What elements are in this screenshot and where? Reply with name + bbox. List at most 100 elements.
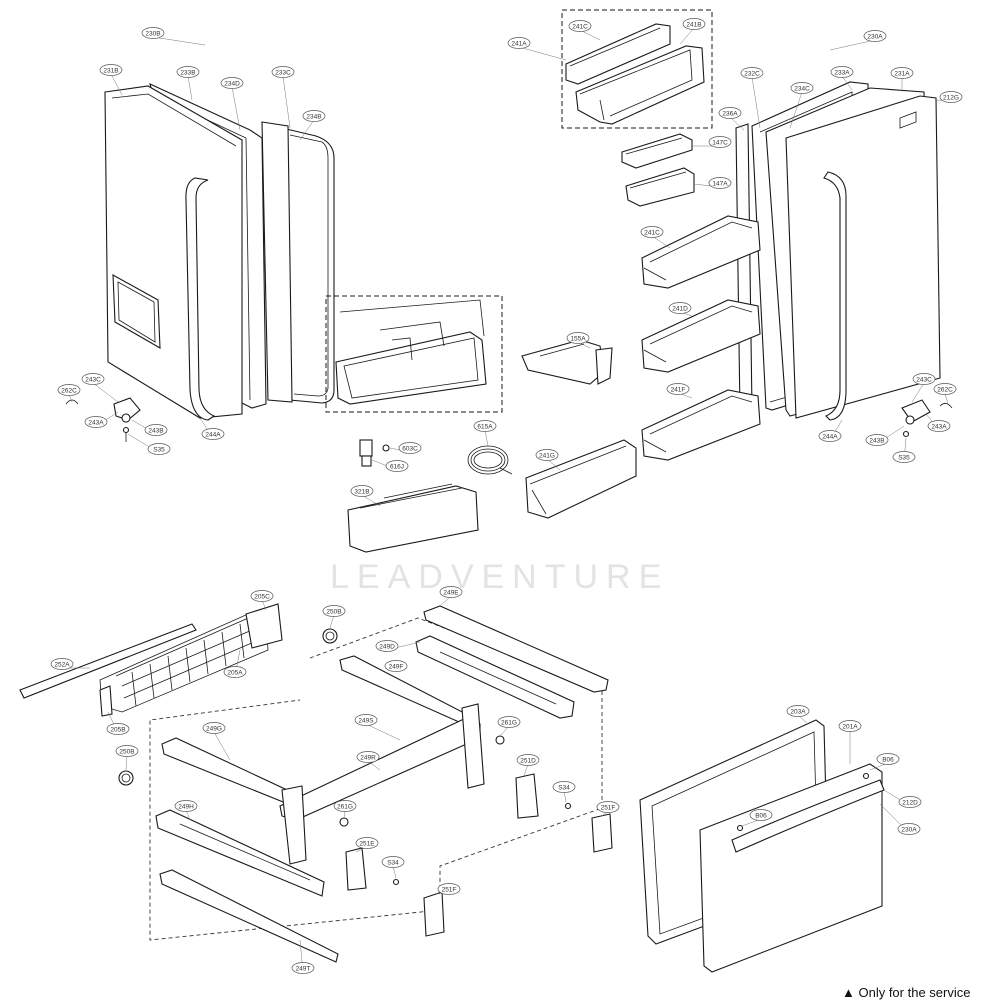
label-bubble: [830, 66, 854, 78]
part-label: 236A: [718, 107, 742, 119]
part-label: 241D: [668, 302, 692, 314]
part-number: 616J: [390, 463, 404, 470]
part-label: 251D: [516, 754, 540, 766]
part-label: 251F: [437, 883, 461, 895]
leader-line: [546, 458, 561, 471]
label-bubble: [497, 716, 521, 728]
drawer-rail-frame: [149, 605, 613, 963]
leader-line: [282, 75, 291, 129]
ice-bin-detail: [325, 295, 503, 413]
part-label: 241C: [568, 20, 592, 32]
part-number: 241C: [644, 229, 660, 236]
leader-line: [365, 723, 401, 741]
part-label: 321B: [350, 485, 374, 497]
drawer-front-assembly: [639, 719, 885, 973]
label-bubble: [223, 666, 247, 678]
part-label: S34: [381, 856, 405, 868]
part-label: 212G: [939, 91, 963, 103]
bin-241G: [525, 439, 637, 519]
part-number: 212G: [943, 94, 959, 101]
part-label: 233A: [830, 66, 854, 78]
part-label: 250B: [322, 605, 346, 617]
part-label: 230A: [863, 30, 887, 42]
label-bubble: [596, 801, 620, 813]
part-number: 243B: [869, 437, 884, 444]
part-label: 241F: [666, 383, 690, 395]
part-number: 201A: [842, 723, 858, 730]
cover-155A: [521, 339, 613, 385]
label-bubble: [790, 82, 814, 94]
label-bubble: [535, 449, 559, 461]
part-label: 205B: [106, 723, 130, 735]
part-number: 241D: [672, 305, 688, 312]
part-number: 241F: [671, 386, 686, 393]
part-label: S35: [147, 443, 171, 455]
label-bubble: [516, 754, 540, 766]
label-bubble: [201, 428, 225, 440]
part-number: 232C: [744, 70, 760, 77]
leader-line: [751, 76, 761, 129]
leader-line: [110, 73, 123, 96]
part-number: 241G: [539, 452, 555, 459]
part-number: 212D: [902, 799, 918, 806]
part-number: S34: [387, 859, 399, 866]
label-bubble: [81, 373, 105, 385]
label-bubble: [115, 745, 139, 757]
label-bubble: [350, 485, 374, 497]
label-bubble: [876, 753, 900, 765]
part-label: 250B: [115, 745, 139, 757]
part-label: 230A: [897, 823, 921, 835]
label-bubble: [927, 420, 951, 432]
part-number: B06: [882, 756, 894, 763]
label-bubble: [144, 424, 168, 436]
part-label: 155A: [566, 332, 590, 344]
part-label: 147A: [708, 177, 732, 189]
part-number: S34: [558, 784, 570, 791]
label-bubble: [552, 781, 576, 793]
label-bubble: [838, 720, 862, 732]
part-label: 201A: [838, 720, 862, 732]
part-label: 243A: [84, 416, 108, 428]
part-label: S34: [552, 781, 576, 793]
part-label: 249R: [356, 751, 380, 763]
part-number: 603C: [402, 445, 418, 452]
part-number: 205A: [227, 669, 243, 676]
leader-line: [679, 27, 695, 45]
part-number: 250B: [119, 748, 134, 755]
leader-line: [392, 865, 397, 879]
part-label: B06: [876, 753, 900, 765]
part-label: 251E: [355, 837, 379, 849]
label-bubble: [354, 714, 378, 726]
part-label: 262C: [57, 384, 81, 396]
part-number: 233C: [275, 69, 291, 76]
label-bubble: [939, 91, 963, 103]
part-number: 261G: [337, 803, 353, 810]
label-bubble: [57, 384, 81, 396]
leader-line: [579, 29, 601, 41]
door-shelves: [641, 215, 761, 461]
part-number: 234B: [306, 113, 321, 120]
leader-line: [361, 494, 381, 507]
part-number: 233B: [180, 69, 195, 76]
part-label: 234B: [302, 110, 326, 122]
leader-line: [231, 86, 241, 131]
part-label: 244A: [201, 428, 225, 440]
part-number: 249H: [178, 803, 194, 810]
leader-line: [518, 46, 567, 61]
label-bubble: [355, 837, 379, 849]
label-bubble: [322, 605, 346, 617]
watermark: LEADVENTURE: [330, 558, 669, 596]
label-bubble: [356, 751, 380, 763]
label-bubble: [718, 107, 742, 119]
label-bubble: [666, 383, 690, 395]
label-bubble: [50, 658, 74, 670]
part-label: 262C: [933, 383, 957, 395]
leader-line: [125, 754, 128, 771]
label-bubble: [898, 796, 922, 808]
label-bubble: [682, 18, 706, 30]
part-number: 147C: [712, 139, 728, 146]
part-number: 205B: [110, 726, 125, 733]
part-label: 243C: [912, 373, 936, 385]
label-bubble: [890, 67, 914, 79]
part-label: 231A: [890, 67, 914, 79]
